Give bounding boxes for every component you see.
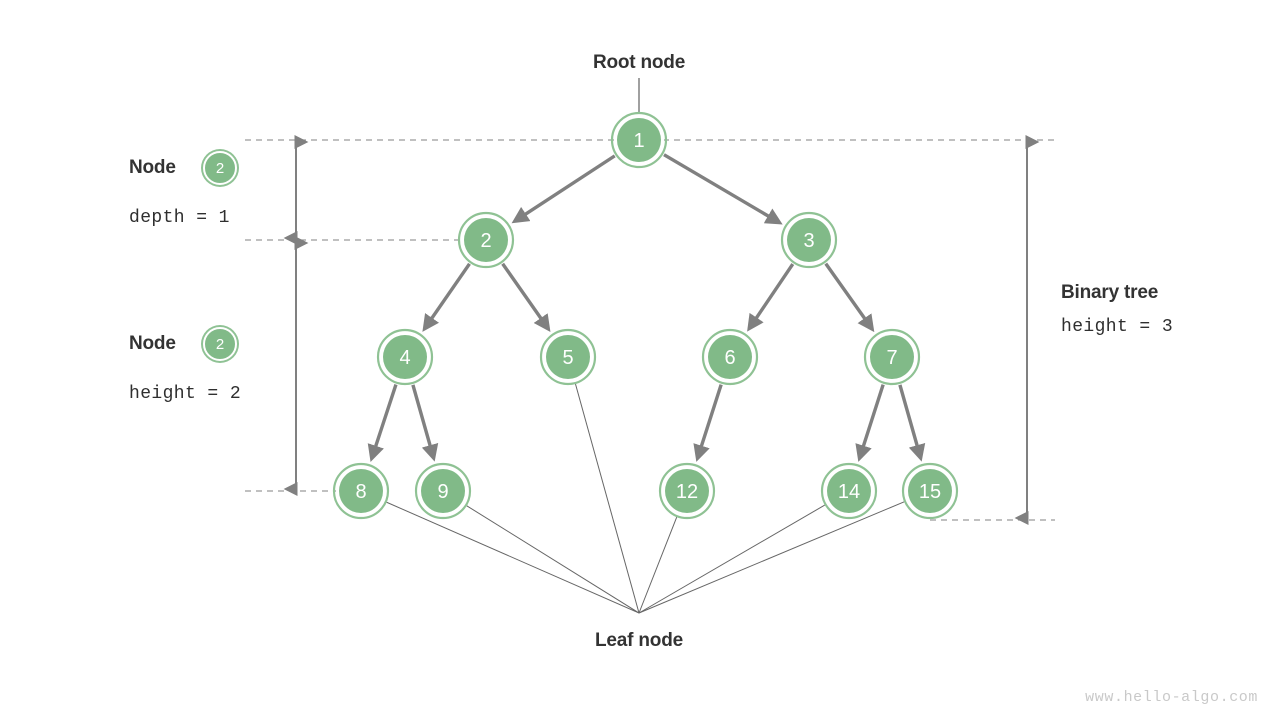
- tree-node-label: 8: [355, 481, 366, 503]
- tree-node-8[interactable]: 8: [332, 462, 390, 520]
- leaf-pointer-lines: [386, 383, 905, 614]
- tree-node-4[interactable]: 4: [376, 328, 434, 386]
- annotation-depth-code: depth = 1: [129, 208, 230, 228]
- annotation-depth-title: Node: [129, 157, 176, 178]
- tree-edge-3-to-7: [824, 262, 875, 333]
- tree-edge-7-to-14: [855, 384, 885, 462]
- annotation-depth-badge: 2: [203, 151, 237, 185]
- annotation-tree-title: Binary tree: [1061, 282, 1159, 303]
- annotation-tree-code: height = 3: [1061, 317, 1174, 337]
- tree-node-label: 3: [803, 230, 814, 252]
- tree-node-12[interactable]: 12: [658, 462, 716, 520]
- leaf-pointer-from-8: [386, 501, 640, 614]
- leaf-node-label: Leaf node: [595, 630, 683, 651]
- tree-edges: [367, 153, 926, 462]
- site-watermark: www.hello-algo.com: [1085, 689, 1258, 706]
- root-node-label: Root node: [592, 52, 686, 73]
- annotation-node-height-title: Node: [129, 333, 176, 354]
- tree-node-9[interactable]: 9: [414, 462, 472, 520]
- tree-edge-3-to-6: [747, 263, 795, 332]
- tree-node-7[interactable]: 7: [863, 328, 921, 386]
- tree-node-label: 15: [919, 481, 941, 503]
- leaf-pointer-from-12: [638, 516, 678, 614]
- tree-node-label: 5: [562, 347, 573, 369]
- tree-edge-4-to-9: [411, 384, 439, 462]
- tree-edge-1-to-2: [511, 154, 616, 224]
- annotation-node-height-badge: 2: [203, 327, 237, 361]
- tree-edge-2-to-5: [501, 262, 551, 332]
- tree-node-14[interactable]: 14: [820, 462, 878, 520]
- tree-edge-4-to-8: [367, 384, 398, 462]
- tree-node-label: 7: [886, 347, 897, 369]
- leaf-pointer-from-15: [638, 501, 905, 614]
- tree-node-label: 14: [838, 481, 860, 503]
- tree-node-3[interactable]: 3: [780, 211, 838, 269]
- tree-node-15[interactable]: 15: [901, 462, 959, 520]
- tree-edge-1-to-3: [663, 153, 783, 225]
- tree-node-label: 1: [633, 130, 644, 152]
- tree-node-label: 12: [676, 481, 698, 503]
- tree-node-2[interactable]: 2: [457, 211, 515, 269]
- tree-edge-2-to-4: [422, 262, 471, 332]
- annotation-node-height-code: height = 2: [129, 384, 242, 404]
- tree-node-6[interactable]: 6: [701, 328, 759, 386]
- tree-node-label: 4: [399, 347, 410, 369]
- tree-node-1[interactable]: 1: [610, 111, 668, 169]
- tree-edge-7-to-15: [898, 384, 926, 462]
- leaf-pointer-from-5: [575, 383, 640, 614]
- tree-node-label: 6: [724, 347, 735, 369]
- leaf-pointer-from-14: [638, 504, 826, 614]
- guide-lines: [245, 139, 1055, 521]
- tree-node-label: 9: [437, 481, 448, 503]
- tree-node-5[interactable]: 5: [539, 328, 597, 386]
- tree-node-label: 2: [480, 230, 491, 252]
- measurement-arrows: [283, 135, 1040, 525]
- tree-edge-6-to-12: [693, 384, 723, 462]
- leaf-pointer-from-9: [466, 505, 640, 614]
